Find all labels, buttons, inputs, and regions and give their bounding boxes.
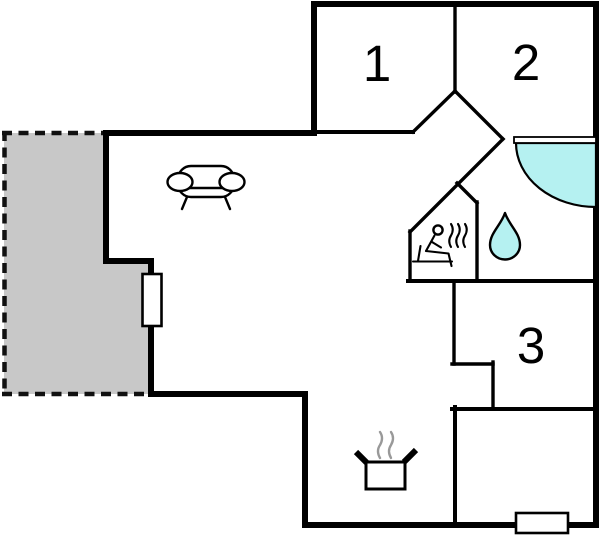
sauna-icon: [411, 222, 468, 268]
interior-walls: [312, 2, 598, 527]
sofa-leg-right: [223, 195, 232, 211]
sauna-person-head: [432, 224, 444, 236]
exterior-outline: [103, 1, 599, 528]
shower-door-leaf: [513, 136, 597, 144]
pot-body: [364, 460, 407, 491]
wall-sauna-peak: [454, 180, 480, 206]
exterior-walls: [103, 1, 599, 528]
room-label-3: 3: [517, 317, 545, 374]
sauna-heat-wave-3: [462, 222, 468, 249]
pot-handle-right: [401, 447, 419, 465]
sauna-heat-wave-2: [455, 222, 461, 249]
sofa-icon: [166, 164, 246, 211]
water-drop-icon: [488, 211, 522, 261]
sofa-armrest-left: [166, 171, 194, 193]
sauna-bench-support: [416, 244, 422, 263]
terrace-fill: [4, 133, 149, 394]
sofa-leg-left: [180, 195, 189, 211]
shower-door-icon: [513, 136, 598, 209]
sauna-person-arm: [430, 240, 443, 249]
sofa-armrest-right: [218, 171, 246, 193]
window-icon-left: [141, 272, 163, 328]
terrace-area: [2, 130, 149, 397]
pot-steam-2: [387, 430, 395, 460]
sauna-person-leg: [424, 249, 453, 268]
sauna-heat-wave-1: [448, 222, 454, 249]
room-label-1: 1: [363, 35, 391, 92]
window-icon-bottom: [514, 511, 570, 535]
wall-room2-diagonal: [452, 88, 506, 142]
wall-room1-diagonal: [410, 88, 458, 135]
room-label-2: 2: [512, 34, 540, 91]
cooking-pot-icon: [353, 430, 419, 491]
sauna-person-back: [424, 234, 436, 253]
pot-steam-1: [376, 430, 384, 460]
pot-handle-left: [353, 449, 370, 466]
shower-swing-area: [514, 141, 598, 209]
wall-hall-bathroom-diagonal: [407, 136, 506, 235]
